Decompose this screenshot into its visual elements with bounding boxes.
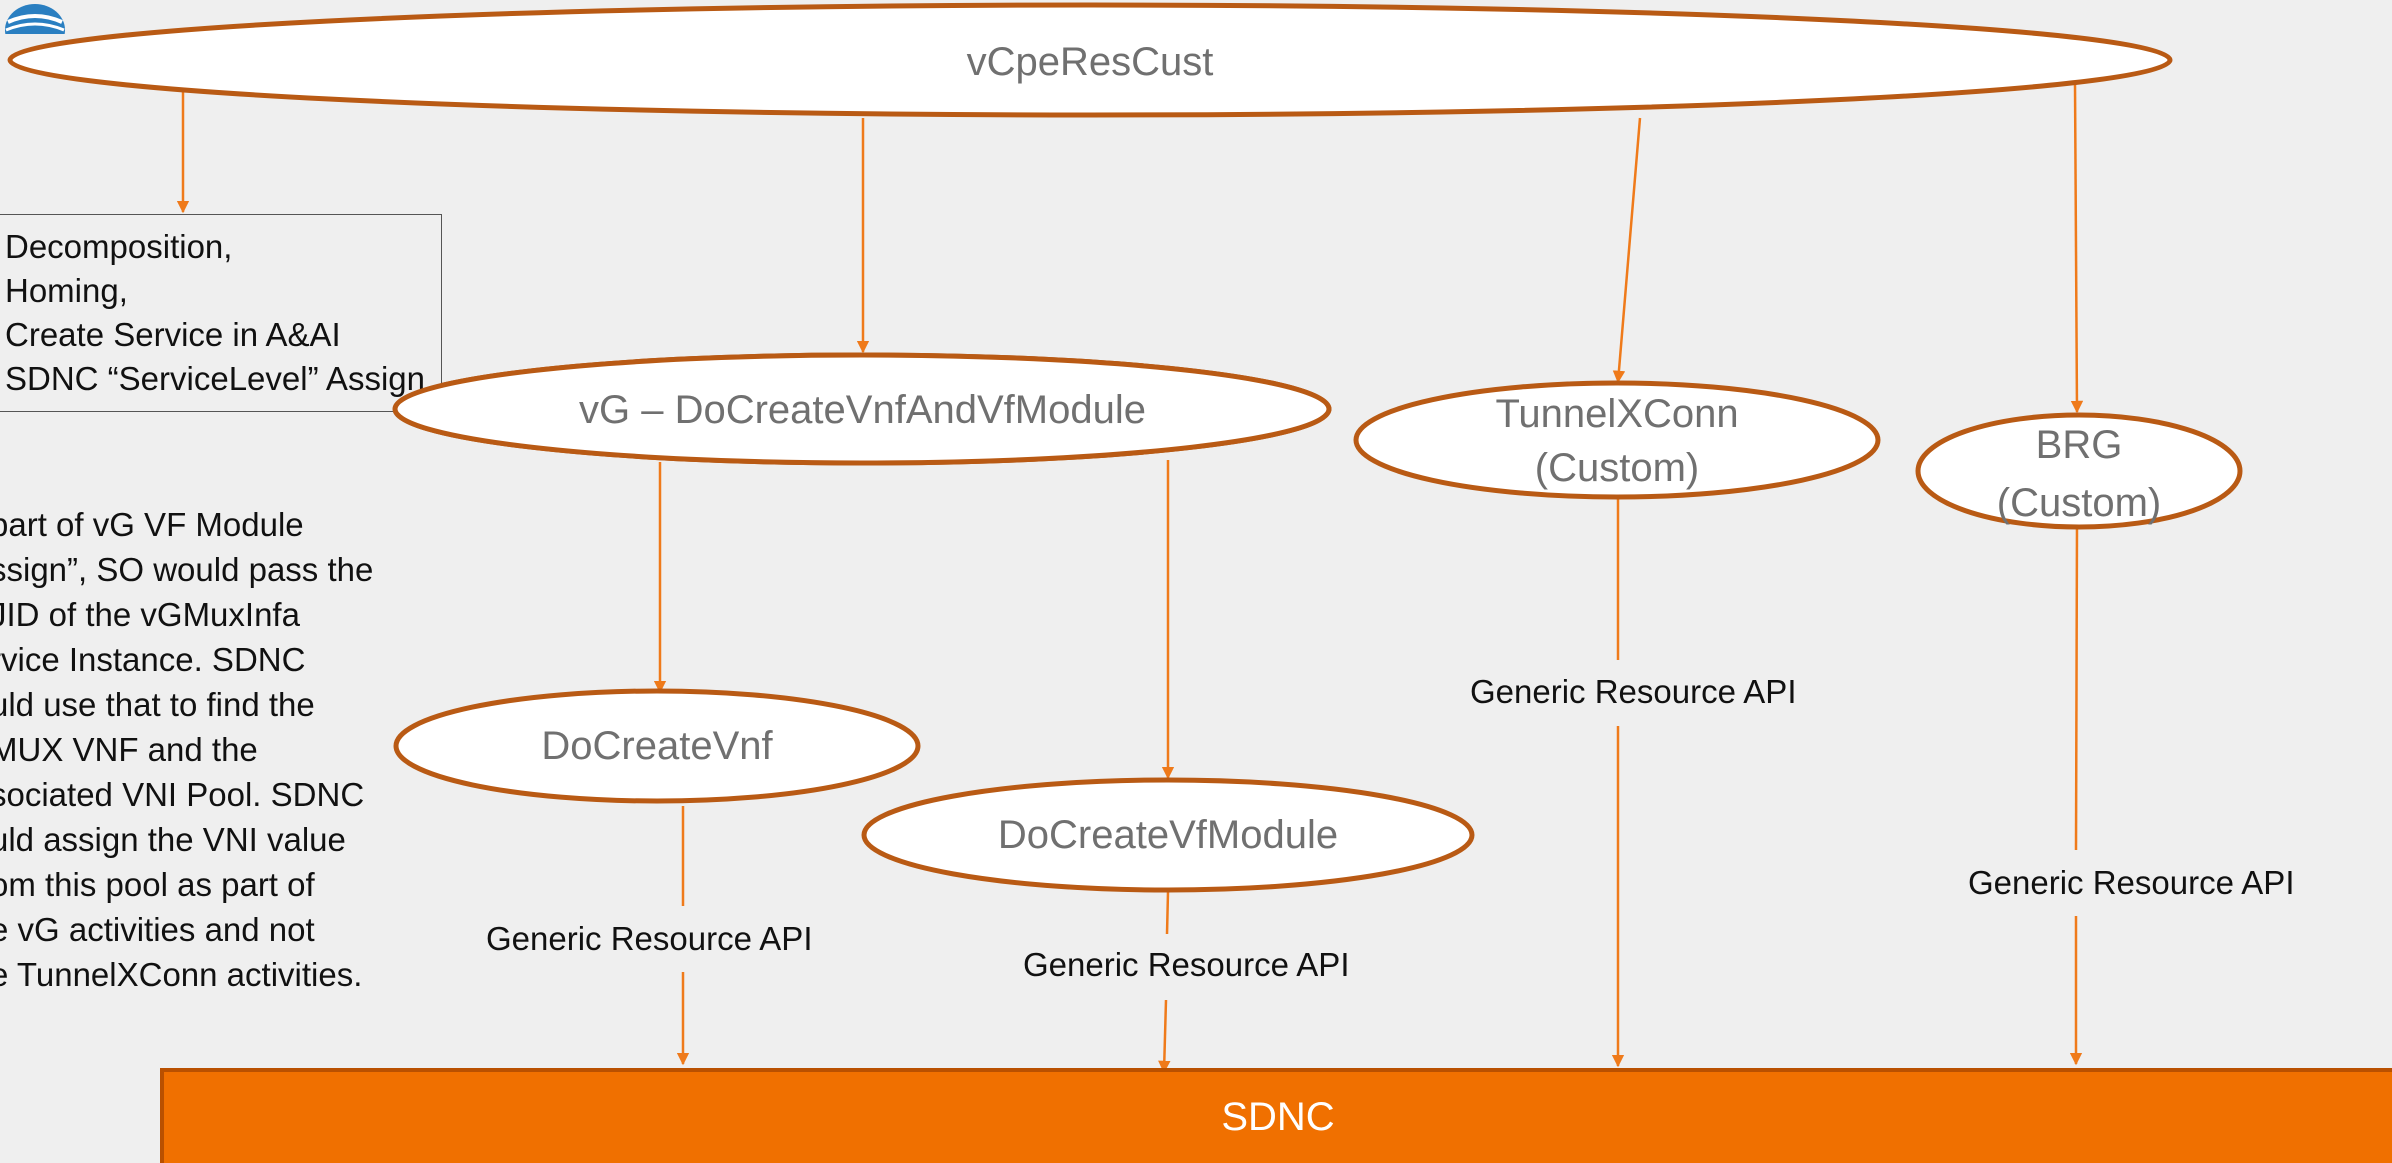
side-note-line: om this pool as part of [0,866,315,903]
side-note-line: uld use that to find the [0,686,315,723]
vnf-node-shape [393,688,921,804]
side-note-line: MUX VNF and the [0,731,258,768]
line-vfmodule-to-api [1165,891,1170,935]
tunnel-node-label: TunnelXConn (Custom) [1356,385,1878,497]
brg-node-shape [1915,412,2243,530]
line-brg-to-api [2074,521,2079,851]
api-label-brg: Generic Resource API [1964,864,2299,902]
tunnel-node-subtitle: (Custom) [1534,446,1700,490]
root-node-label: vCpeResCust [966,39,1214,84]
api-label-vnf: Generic Resource API [482,920,817,958]
brg-node-title: BRG [2035,423,2123,467]
info-box-line: Create Service in A&AI [5,316,341,353]
vnf-node-label: DoCreateVnf [541,723,773,768]
sdnc-bar: SDNC [160,1068,2392,1163]
arrow-api-to-sdnc-vfmodule [1158,999,1171,1074]
side-note-line: ssign”, SO would pass the [0,551,374,588]
side-note: part of vG VF Module ssign”, SO would pa… [0,502,380,997]
info-box: Decomposition, Homing, Create Service in… [0,214,442,412]
side-note-line: uld assign the VNI value [0,821,346,858]
side-note-line: rvice Instance. SDNC [0,641,306,678]
side-note-line: part of vG VF Module [0,506,304,543]
arrow-root-to-tunnel [1612,117,1642,384]
side-note-line: JID of the vGMuxInfa [0,596,300,633]
vfmodule-node-label: DoCreateVfModule [997,812,1339,857]
vg-node-label: vG – DoCreateVnfAndVfModule [579,387,1146,432]
vfmodule-node-shape [861,777,1475,893]
root-node-shape [7,2,2173,118]
sdnc-label: SDNC [1221,1095,1335,1139]
side-note-line: e vG activities and not [0,911,315,948]
tunnel-node-title: TunnelXConn [1495,392,1739,436]
api-label-tunnel: Generic Resource API [1466,673,1801,711]
brg-node-subtitle: (Custom) [1996,481,2162,525]
info-box-line: Decomposition, [5,228,233,265]
side-note-line: sociated VNI Pool. SDNC [0,776,365,813]
api-label-vfmodule: Generic Resource API [1019,946,1354,984]
info-box-line: SDNC “ServiceLevel” Assign [5,360,425,397]
info-box-line: Homing, [5,272,128,309]
tunnel-node-shape [1353,380,1881,500]
brg-node-label: BRG (Custom) [1918,415,2240,533]
side-note-line: e TunnelXConn activities. [0,956,363,993]
globe-logo-icon [5,4,65,34]
arrow-root-to-brg [2070,83,2084,414]
